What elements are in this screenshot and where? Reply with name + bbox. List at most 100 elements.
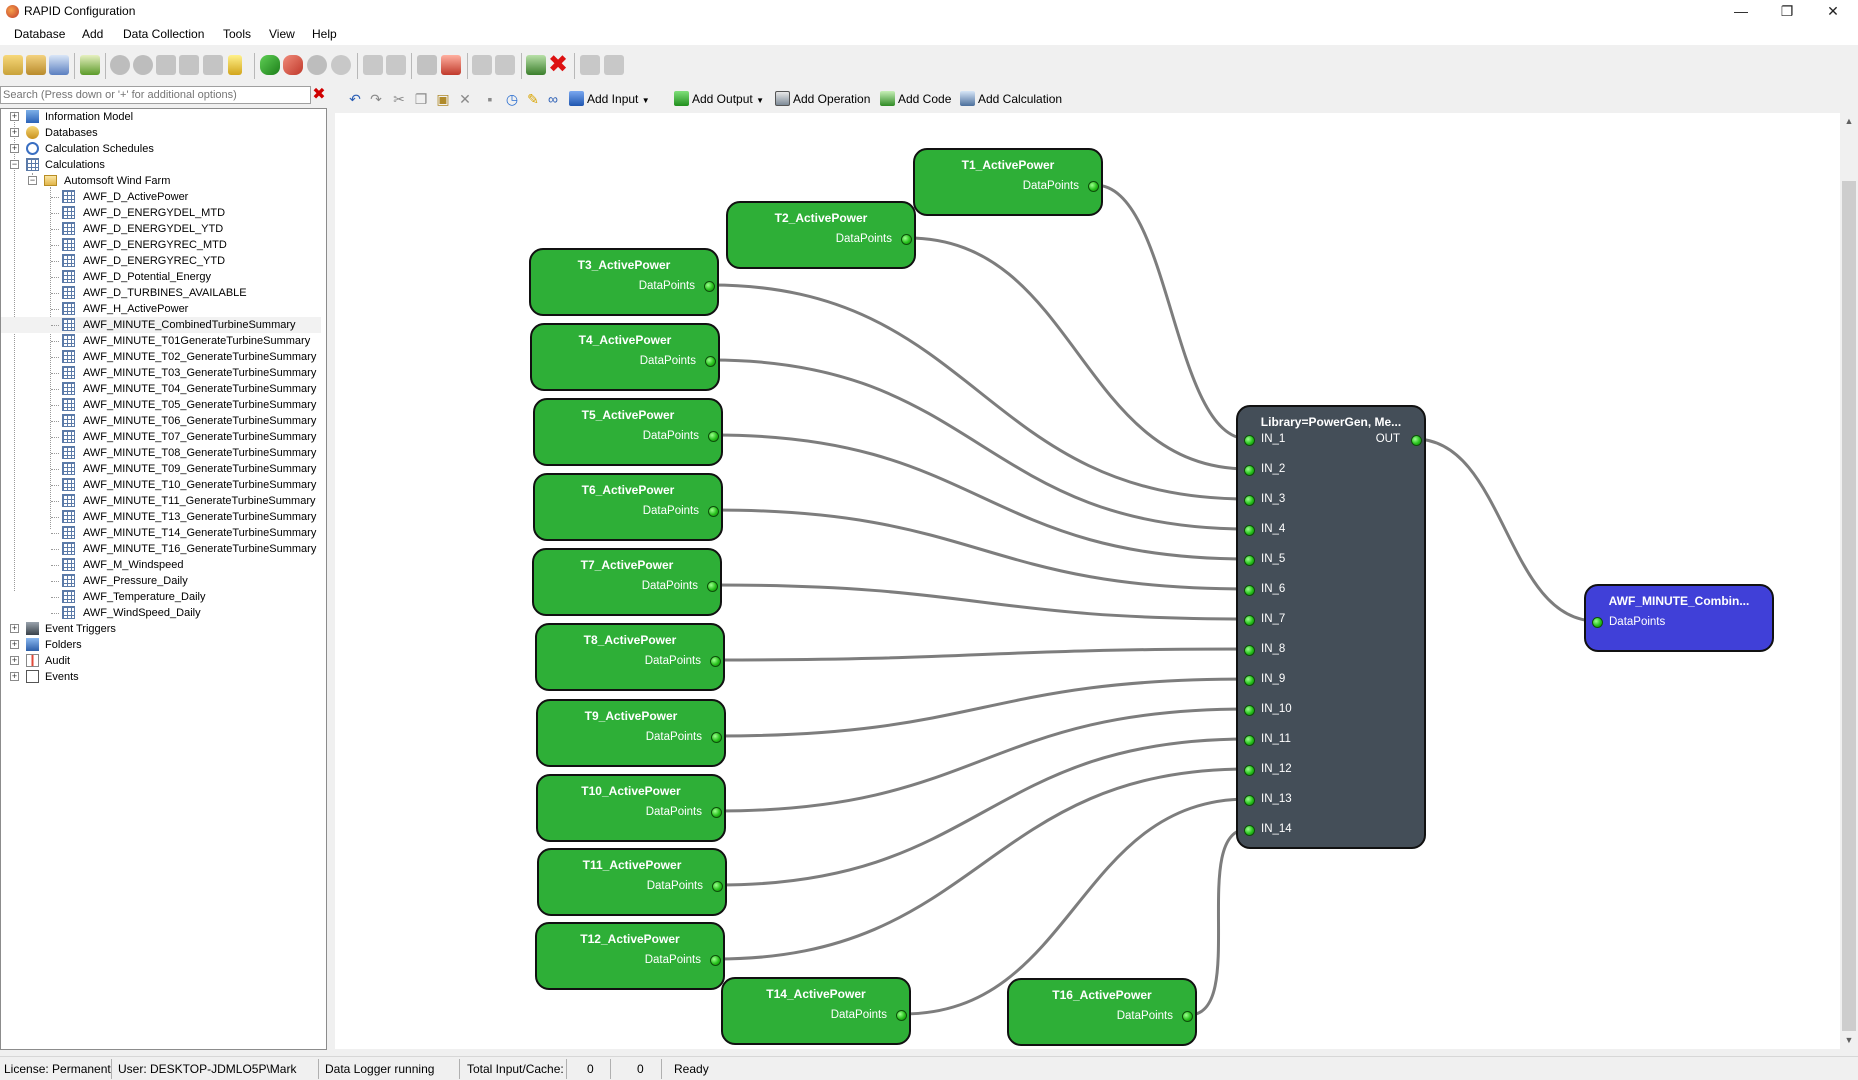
disconnect-icon[interactable]: [283, 55, 303, 75]
cut-icon[interactable]: ✂: [393, 91, 405, 107]
tree-item-calculations[interactable]: − Calculations: [1, 157, 321, 173]
restore-button[interactable]: ❐: [1780, 3, 1794, 19]
disabled-tool-2-icon[interactable]: [133, 55, 153, 75]
menu-help[interactable]: Help: [312, 27, 337, 41]
tree-item-event-triggers[interactable]: + Event Triggers: [1, 621, 321, 637]
expand-icon[interactable]: +: [10, 655, 19, 665]
input-wire[interactable]: [1188, 827, 1249, 1017]
collapse-icon[interactable]: −: [28, 175, 37, 185]
output-port-dot[interactable]: [707, 581, 718, 592]
input-wire[interactable]: [717, 707, 1249, 813]
input-wire[interactable]: [711, 358, 1249, 531]
expand-icon[interactable]: +: [10, 639, 19, 649]
disabled-tool-4-icon[interactable]: [179, 55, 199, 75]
input-port-dot[interactable]: [1244, 735, 1255, 746]
menu-tools[interactable]: Tools: [223, 27, 252, 41]
import-icon[interactable]: [441, 55, 461, 75]
tree-item-calculation[interactable]: AWF_D_ActivePower: [1, 189, 321, 205]
input-port-dot[interactable]: [1592, 617, 1603, 628]
scroll-thumb[interactable]: [1842, 181, 1856, 1031]
input-wire[interactable]: [714, 433, 1249, 561]
input-port-dot[interactable]: [1244, 645, 1255, 656]
add-operation-button[interactable]: Add Operation: [775, 90, 870, 108]
save-icon[interactable]: ▪: [487, 91, 493, 107]
battery-icon[interactable]: [228, 55, 242, 75]
expand-icon[interactable]: +: [10, 623, 19, 633]
menu-database[interactable]: Database: [14, 27, 66, 41]
input-wire[interactable]: [902, 797, 1249, 1016]
schedule-icon[interactable]: ◷: [505, 91, 519, 107]
menu-add[interactable]: Add: [82, 27, 104, 41]
redo-icon[interactable]: ↷: [370, 91, 382, 107]
input-wire[interactable]: [1094, 183, 1249, 441]
tree-item-calculation[interactable]: AWF_MINUTE_T11_GenerateTurbineSummary: [1, 493, 321, 509]
output-port-dot[interactable]: [712, 881, 723, 892]
tree-item-calculation[interactable]: AWF_MINUTE_T14_GenerateTurbineSummary: [1, 525, 321, 541]
output-port-dot[interactable]: [710, 656, 721, 667]
open-database-icon[interactable]: [26, 55, 46, 75]
expand-icon[interactable]: +: [10, 143, 19, 153]
output-port-dot[interactable]: [708, 431, 719, 442]
menu-data-collection[interactable]: Data Collection: [123, 27, 205, 41]
tree-item-information-model[interactable]: + Information Model: [1, 109, 321, 125]
disabled-tool-6-icon[interactable]: [363, 55, 383, 75]
output-port-dot[interactable]: [901, 234, 912, 245]
scroll-up-icon[interactable]: ▲: [1844, 116, 1854, 126]
tree-item-calculation[interactable]: AWF_D_ENERGYDEL_YTD: [1, 221, 321, 237]
input-port-dot[interactable]: [1244, 495, 1255, 506]
minimize-button[interactable]: —: [1734, 3, 1748, 19]
expand-icon[interactable]: +: [10, 127, 19, 137]
tree-item-calculation[interactable]: AWF_MINUTE_T16_GenerateTurbineSummary: [1, 541, 321, 557]
tree-item-calculation[interactable]: AWF_MINUTE_T01GenerateTurbineSummary: [1, 333, 321, 349]
disabled-tool-9-icon[interactable]: [472, 55, 492, 75]
input-port-dot[interactable]: [1244, 705, 1255, 716]
disabled-tool-1-icon[interactable]: [110, 55, 130, 75]
tree-item-calculation[interactable]: AWF_Pressure_Daily: [1, 573, 321, 589]
edit-database-icon[interactable]: [49, 55, 69, 75]
input-wire[interactable]: [713, 583, 1249, 621]
tree-item-calculation[interactable]: AWF_MINUTE_T05_GenerateTurbineSummary: [1, 397, 321, 413]
tree-item-calculation[interactable]: AWF_WindSpeed_Daily: [1, 605, 321, 621]
input-port-dot[interactable]: [1244, 825, 1255, 836]
expand-icon[interactable]: +: [10, 671, 19, 681]
input-port-dot[interactable]: [1244, 585, 1255, 596]
tree-item-calculation[interactable]: AWF_D_ENERGYREC_MTD: [1, 237, 321, 253]
disabled-tool-3-icon[interactable]: [156, 55, 176, 75]
input-port-dot[interactable]: [1244, 795, 1255, 806]
close-button[interactable]: ✕: [1827, 3, 1839, 19]
output-port-dot[interactable]: [708, 506, 719, 517]
tree-item-calculation[interactable]: AWF_MINUTE_T03_GenerateTurbineSummary: [1, 365, 321, 381]
tree-item-calculation[interactable]: AWF_M_Windspeed: [1, 557, 321, 573]
tree-item-calculation[interactable]: AWF_H_ActivePower: [1, 301, 321, 317]
connect-icon[interactable]: [260, 55, 280, 75]
output-port-dot[interactable]: [711, 732, 722, 743]
output-port-dot[interactable]: [704, 281, 715, 292]
input-wire[interactable]: [718, 737, 1249, 887]
input-port-dot[interactable]: [1244, 675, 1255, 686]
output-port-dot[interactable]: [1182, 1011, 1193, 1022]
disabled-tool-5-icon[interactable]: [203, 55, 223, 75]
input-wire[interactable]: [717, 677, 1249, 738]
add-output-button[interactable]: Add Output ▼: [674, 90, 764, 108]
tree-item-calculation[interactable]: AWF_MINUTE_T10_GenerateTurbineSummary: [1, 477, 321, 493]
tree-item-calculation-schedules[interactable]: + Calculation Schedules: [1, 141, 321, 157]
add-code-button[interactable]: Add Code: [880, 90, 951, 108]
tree-item-calculation[interactable]: AWF_MINUTE_T02_GenerateTurbineSummary: [1, 349, 321, 365]
delete-icon[interactable]: ✖: [548, 51, 569, 78]
input-port-dot[interactable]: [1244, 555, 1255, 566]
output-port-dot[interactable]: [710, 955, 721, 966]
output-port-dot[interactable]: [896, 1010, 907, 1021]
tree-item-calculation[interactable]: AWF_D_TURBINES_AVAILABLE: [1, 285, 321, 301]
output-port-dot[interactable]: [705, 356, 716, 367]
tree-item-calculation[interactable]: AWF_Temperature_Daily: [1, 589, 321, 605]
input-port-dot[interactable]: [1244, 765, 1255, 776]
input-wire[interactable]: [716, 767, 1249, 961]
input-wire[interactable]: [716, 647, 1249, 662]
